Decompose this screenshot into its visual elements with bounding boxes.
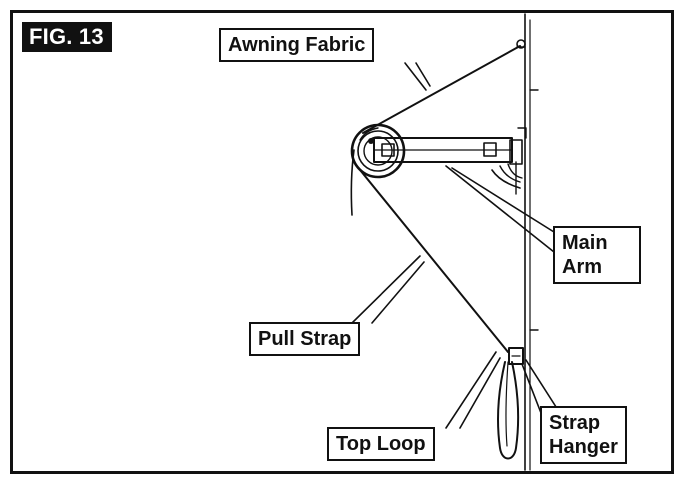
leader-top-loop	[445, 351, 501, 429]
callout-main-arm-line1: Main	[562, 232, 608, 254]
callout-awning-fabric-label: Awning Fabric	[228, 34, 366, 56]
callout-main-arm: Main Arm	[553, 226, 641, 284]
callout-pull-strap: Pull Strap	[249, 322, 361, 356]
leader-lines	[351, 62, 559, 429]
strap-hanger-shape	[508, 347, 524, 365]
callout-main-arm-line2: Arm	[562, 256, 603, 278]
callout-strap-hanger-line2: Hanger	[549, 436, 618, 458]
leader-awning-fabric	[404, 62, 431, 91]
callout-awning-fabric: Awning Fabric	[219, 28, 375, 62]
leader-main-arm	[445, 165, 555, 253]
leader-strap-hanger	[521, 359, 559, 414]
callout-top-loop: Top Loop	[327, 427, 435, 461]
callout-strap-hanger-line1: Strap	[549, 412, 601, 434]
callout-strap-hanger: Strap Hanger	[540, 406, 627, 464]
leader-pull-strap	[351, 255, 425, 324]
lower-bracket	[491, 161, 523, 195]
main-arm-shape	[373, 127, 527, 165]
callout-pull-strap-label: Pull Strap	[258, 328, 352, 350]
figure-frame	[10, 10, 674, 474]
rv-wall	[524, 13, 539, 471]
figure-title: FIG. 13	[22, 22, 112, 52]
awning-fabric-line	[362, 45, 521, 134]
pull-strap-line	[355, 164, 509, 353]
top-loop-shape	[496, 361, 520, 460]
callout-top-loop-label: Top Loop	[336, 433, 426, 455]
